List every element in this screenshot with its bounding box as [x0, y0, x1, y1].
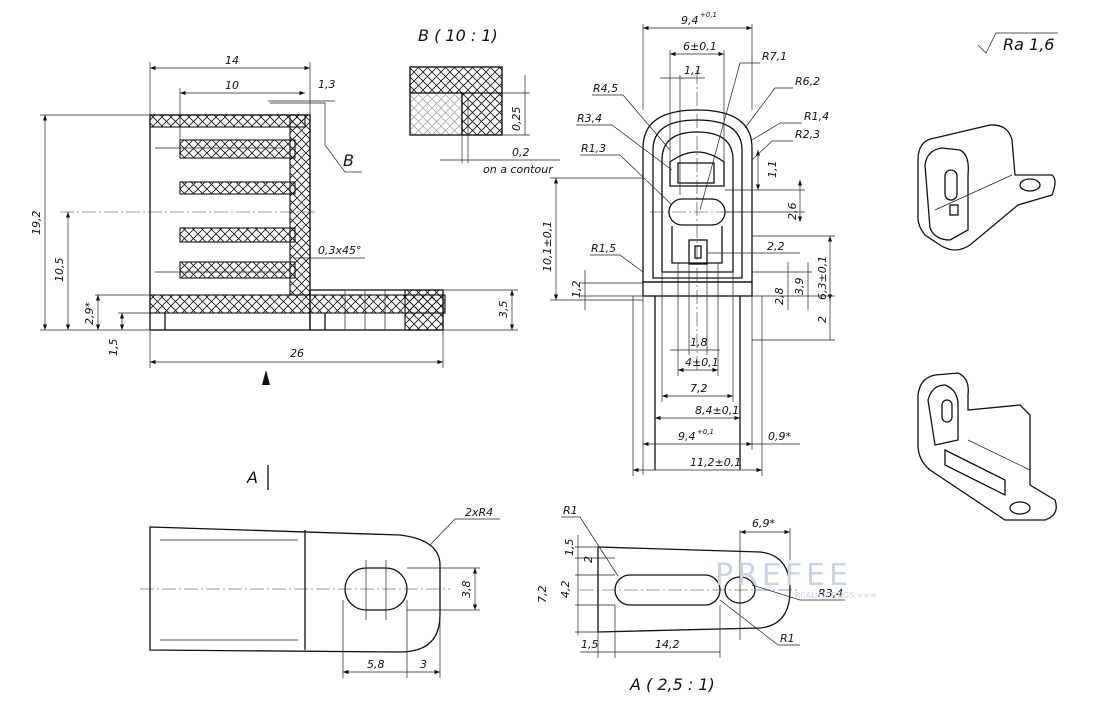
dim-19-2: 19,2 [30, 211, 43, 236]
dim-11-2: 11,2±0,1 [690, 456, 741, 469]
top-wall-hatch [149, 114, 306, 128]
r-3-4-front: R3,4 [577, 112, 602, 125]
dim-6-9: 6,9* [752, 517, 775, 530]
dim-chamfer: 0,3x45° [318, 244, 362, 257]
watermark-logo: PREFEE [715, 558, 852, 593]
on-contour-note: on a contour [483, 163, 554, 176]
dim-3-5: 3,5 [497, 301, 510, 319]
dim-7-2: 7,2 [690, 382, 708, 395]
dim-1-1-right: 1,1 [766, 161, 779, 179]
dim-1-2: 1,2 [570, 281, 583, 299]
r-2-3: R2,3 [795, 128, 820, 141]
dim-2xR4: 2xR4 [465, 506, 493, 519]
watermark-subtext: REAL FITTINGS <<< [795, 591, 877, 600]
dim-7-2-viewa: 7,2 [536, 586, 549, 604]
front-view: 9,4 +0,1 6±0,1 1,1 R7,1 R6,2 R4,5 R3,4 R… [541, 11, 835, 476]
section-view: 14 10 1,3 19,2 10,5 2,9* 1,5 26 3,5 0,3x… [30, 54, 518, 385]
rib-1-hatch [179, 139, 296, 159]
section-outline [149, 114, 311, 331]
dim-2-2: 2,2 [767, 240, 785, 253]
dim-1-5-viewa: 1,5 [563, 539, 576, 557]
dim-1-8: 1,8 [690, 336, 708, 349]
rib-3-hatch [179, 227, 296, 243]
dim-2: 2 [816, 316, 829, 323]
dim-26: 26 [290, 347, 304, 360]
dim-9-4-top: 9,4 [681, 14, 699, 27]
dim-0-9: 0,9* [768, 430, 791, 443]
base-hatch [149, 294, 446, 314]
dim-10: 10 [225, 79, 239, 92]
dim-9-4-bottom: 9,4 [678, 430, 696, 443]
r-4-5: R4,5 [593, 82, 618, 95]
rib-2-hatch [179, 181, 296, 195]
tab-outline [309, 289, 444, 331]
isometric-view-1 [917, 124, 1056, 251]
r-1-top: R1 [563, 504, 578, 517]
tab-hatch [404, 289, 444, 331]
dim-3-9: 3,9 [793, 278, 806, 296]
dim-1-5-left: 1,5 [107, 339, 120, 357]
dim-10-5: 10,5 [53, 258, 66, 283]
dim-5-8: 5,8 [367, 658, 385, 671]
r-1-3: R1,3 [581, 142, 606, 155]
dim-1-5-bottom: 1,5 [581, 638, 599, 651]
dim-8-4: 8,4±0,1 [695, 404, 739, 417]
roughness-symbol: Ra 1,6 [977, 32, 1058, 54]
dim-0-2: 0,2 [512, 146, 530, 159]
r-7-1: R7,1 [762, 50, 787, 63]
callout-b: B [343, 151, 354, 170]
rib-4-hatch [179, 261, 296, 279]
view-a: R1 1,5 2 7,2 4,2 6,9* R3,4 R1 1,5 14,2 A… [536, 504, 845, 694]
isometric-view-2 [917, 372, 1057, 521]
dim-6: 6±0,1 [683, 40, 717, 53]
dim-10-1: 10,1±0,1 [541, 221, 554, 272]
dim-3-8: 3,8 [460, 581, 473, 599]
dim-3: 3 [420, 658, 427, 671]
dim-2-viewa: 2 [582, 556, 595, 563]
roughness-text: Ra 1,6 [1003, 35, 1054, 54]
view-a-title: A ( 2,5 : 1) [629, 675, 715, 694]
dim-2-6: 2,6 [786, 203, 799, 221]
dim-4-2: 4,2 [559, 581, 572, 599]
detail-b: B ( 10 : 1) 0,25 0,2 on a contour [409, 26, 560, 176]
r-3-4-viewa: R3,4 [818, 587, 843, 600]
dim-4: 4±0,1 [685, 356, 719, 369]
dim-14-2: 14,2 [655, 638, 680, 651]
detail-b-title: B ( 10 : 1) [418, 26, 498, 45]
dim-14: 14 [225, 54, 239, 67]
r-1-bottom: R1 [780, 632, 795, 645]
view-arrow-icon [262, 370, 270, 385]
bottom-view: A 2xR4 3,8 5,8 3 [140, 465, 500, 678]
view-a-marker: A [246, 468, 258, 487]
r-6-2: R6,2 [795, 75, 820, 88]
dim-2-9: 2,9* [83, 302, 96, 325]
tol-top: +0,1 [700, 11, 717, 19]
r-1-5: R1,5 [591, 242, 616, 255]
r-1-4: R1,4 [804, 110, 829, 123]
dim-0-25: 0,25 [510, 107, 523, 132]
tol-bottom: +0,1 [697, 428, 714, 436]
dim-6-3: 6,3±0,1 [816, 256, 829, 300]
dim-1-1-top: 1,1 [684, 64, 702, 77]
dim-1-3: 1,3 [318, 78, 336, 91]
